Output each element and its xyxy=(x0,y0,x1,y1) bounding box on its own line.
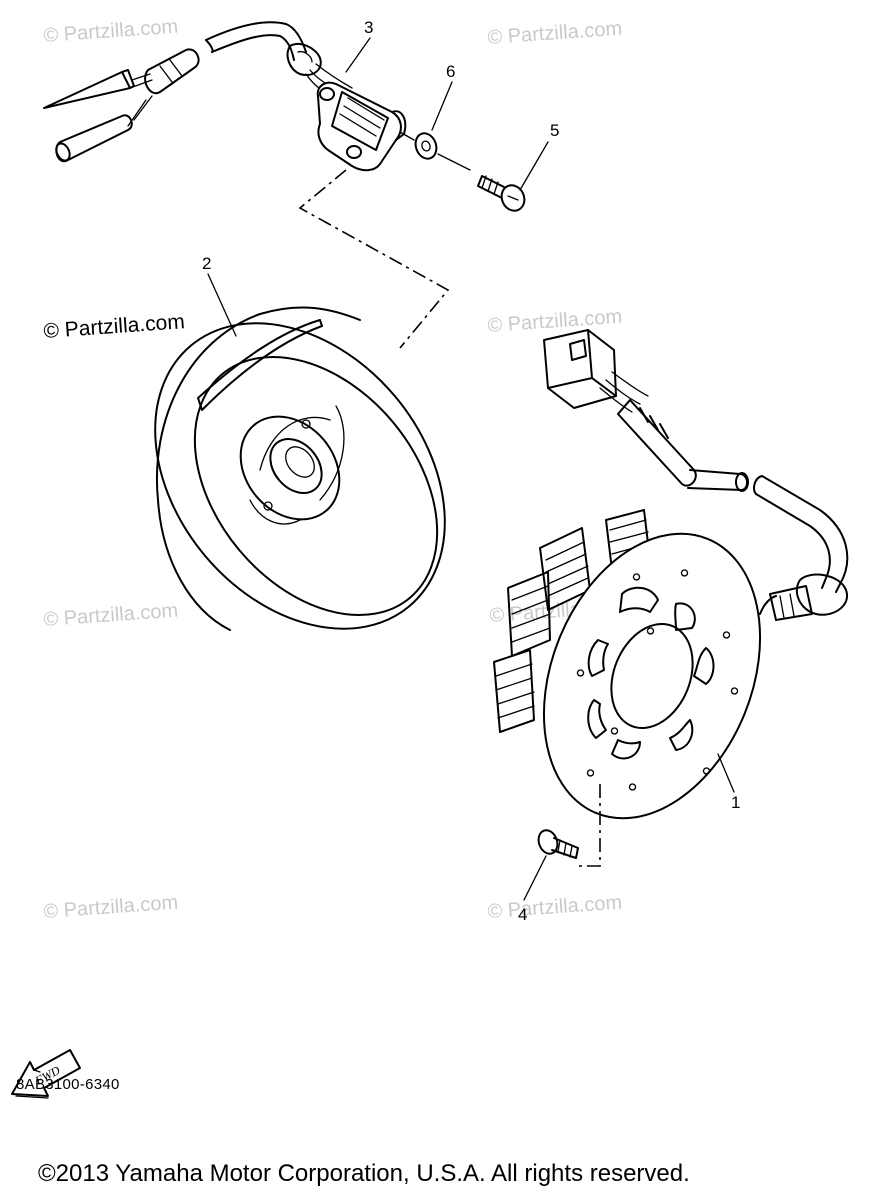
flywheel-hub xyxy=(239,415,341,521)
wire-sleeve xyxy=(144,48,200,95)
stator-screw-holes xyxy=(576,569,739,791)
callout-3: 3 xyxy=(364,18,373,37)
watermark-mid-right: © Partzilla.com xyxy=(487,306,623,337)
callout-2: 2 xyxy=(202,254,211,273)
watermark-bottom-right: © Partzilla.com xyxy=(487,892,623,923)
watermarks: © Partzilla.com © Partzilla.com © Partzi… xyxy=(43,16,625,923)
fwd-arrow-shape xyxy=(11,1049,81,1097)
callout-6: 6 xyxy=(446,62,455,81)
callout-numbers: 3 6 5 2 1 4 xyxy=(202,18,740,924)
stator-connector xyxy=(543,329,593,389)
leader-6 xyxy=(431,81,453,131)
pickup-cable xyxy=(205,21,307,53)
watermark-top-left: © Partzilla.com xyxy=(43,16,179,47)
bullet-terminal-male xyxy=(43,71,131,109)
stator-assembly xyxy=(493,329,849,820)
callout-1: 1 xyxy=(731,793,740,812)
leader-2 xyxy=(207,273,237,337)
callout-leaders xyxy=(207,37,735,901)
watermark-mid-left: © Partzilla.com xyxy=(43,600,179,631)
diagram-code: 8AB3100-6340 xyxy=(16,1076,120,1093)
leader-5 xyxy=(519,141,549,191)
callout-5: 5 xyxy=(550,121,559,140)
watermark-top-right: © Partzilla.com xyxy=(487,18,623,49)
copyright-notice: ©2013 Yamaha Motor Corporation, U.S.A. A… xyxy=(38,1160,690,1187)
leader-1 xyxy=(717,753,735,793)
alignment-line-screw xyxy=(399,131,471,171)
pickup-grommet xyxy=(286,42,322,76)
wire-stub-1 xyxy=(129,73,153,89)
leader-3 xyxy=(345,37,371,73)
pickup-mount-hole-bottom xyxy=(346,145,362,159)
flywheel-timing-slot xyxy=(197,319,323,411)
pickup-coil-assembly xyxy=(43,21,407,172)
watermark-bottom-left: © Partzilla.com xyxy=(43,892,179,923)
stator-wire-sleeve xyxy=(617,399,697,487)
stator-plate xyxy=(542,532,762,820)
watermark-dark: © Partzilla.com xyxy=(43,310,186,343)
alignment-line-pickup-flywheel xyxy=(298,169,450,349)
flywheel-rotor xyxy=(154,306,446,631)
stator-center-hole xyxy=(610,622,694,730)
bullet-terminal-female xyxy=(55,114,133,163)
stator-grommet xyxy=(795,573,849,616)
stator-screw xyxy=(537,829,579,859)
stator-cable xyxy=(761,475,849,593)
alignment-line-stator-screw xyxy=(576,784,601,867)
washer xyxy=(414,132,438,160)
wire-stub-2 xyxy=(127,95,153,127)
pickup-screw xyxy=(477,175,526,212)
pickup-mount-hole-top xyxy=(319,87,335,101)
callout-4: 4 xyxy=(518,905,527,924)
leader-4 xyxy=(523,855,547,901)
